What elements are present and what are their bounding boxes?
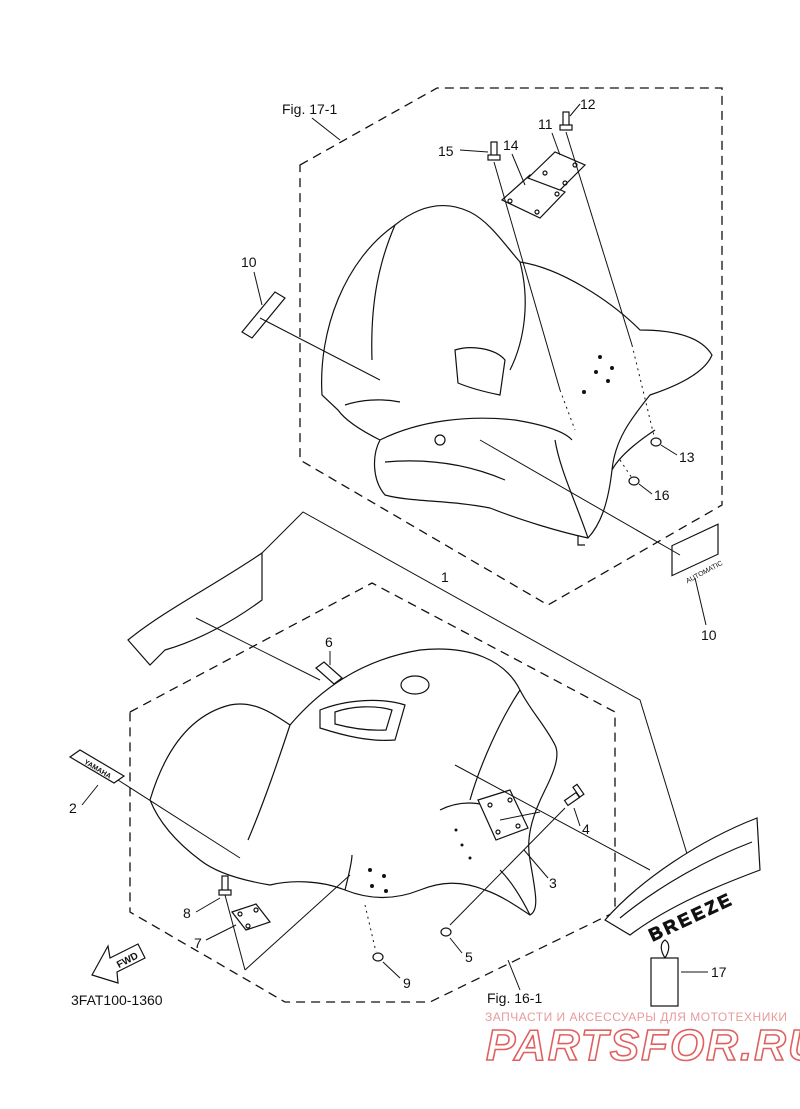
washer-13-icon xyxy=(650,437,662,447)
callout-16: 16 xyxy=(654,487,670,503)
callout-10-top: 10 xyxy=(241,254,257,270)
bolt-4-icon xyxy=(563,783,585,807)
bolt-8-icon xyxy=(218,875,232,896)
callout-15: 15 xyxy=(438,143,454,159)
figure-ref-17-1: Fig. 17-1 xyxy=(282,101,337,117)
callout-2: 2 xyxy=(69,800,77,816)
callout-5: 5 xyxy=(465,949,473,965)
washer-16-icon xyxy=(628,476,640,486)
plate-3 xyxy=(477,789,529,841)
callout-6: 6 xyxy=(325,634,333,650)
callout-3: 3 xyxy=(549,875,557,891)
callout-14: 14 xyxy=(503,137,519,153)
washer-9-icon xyxy=(372,952,384,962)
watermark-brand: PARTSFOR.RU xyxy=(486,1021,800,1070)
front-fender xyxy=(149,648,558,916)
fwd-arrow-icon: FWD xyxy=(91,943,146,984)
breeze-decal: BREEZE xyxy=(604,817,761,946)
callouts: 1 2 3 4 5 6 7 8 9 10 10 11 12 13 14 15 1… xyxy=(69,96,727,991)
callout-1: 1 xyxy=(441,569,449,585)
decal-6 xyxy=(315,661,343,685)
callout-7: 7 xyxy=(194,935,202,951)
callout-11: 11 xyxy=(538,116,553,132)
callout-13: 13 xyxy=(679,449,695,465)
washer-5-icon xyxy=(440,927,452,937)
bolt-15-icon xyxy=(487,141,501,161)
callout-9: 9 xyxy=(403,975,411,991)
fender-flare-left xyxy=(127,551,263,666)
yamaha-decal: YAMAHA xyxy=(68,749,126,784)
leader-bolt-15 xyxy=(493,161,561,391)
rear-fender xyxy=(321,205,713,546)
plate-7 xyxy=(231,903,271,931)
leader-bolt-12 xyxy=(565,131,633,346)
group-boundary-rear xyxy=(299,87,723,606)
callout-4: 4 xyxy=(582,821,590,837)
callout-8: 8 xyxy=(183,905,191,921)
callout-12: 12 xyxy=(580,96,596,112)
tag-17 xyxy=(650,939,679,1007)
assembly-bracket-upper xyxy=(261,511,696,881)
callout-10-bottom: 10 xyxy=(701,627,717,643)
watermark: ЗАПЧАСТИ И АКСЕССУАРЫ ДЛЯ МОТОТЕХНИКИ PA… xyxy=(485,1010,800,1071)
drawing-code: 3FAT100-1360 xyxy=(71,992,163,1008)
watermark-tagline: ЗАПЧАСТИ И АКСЕССУАРЫ ДЛЯ МОТОТЕХНИКИ xyxy=(485,1010,787,1024)
license-plate-bracket xyxy=(500,151,587,219)
callout-17: 17 xyxy=(711,964,727,980)
decal-10-strip xyxy=(241,291,286,339)
bolt-12-icon xyxy=(559,111,573,131)
figure-ref-16-1: Fig. 16-1 xyxy=(487,990,542,1006)
group-boundary-front xyxy=(129,582,616,1003)
